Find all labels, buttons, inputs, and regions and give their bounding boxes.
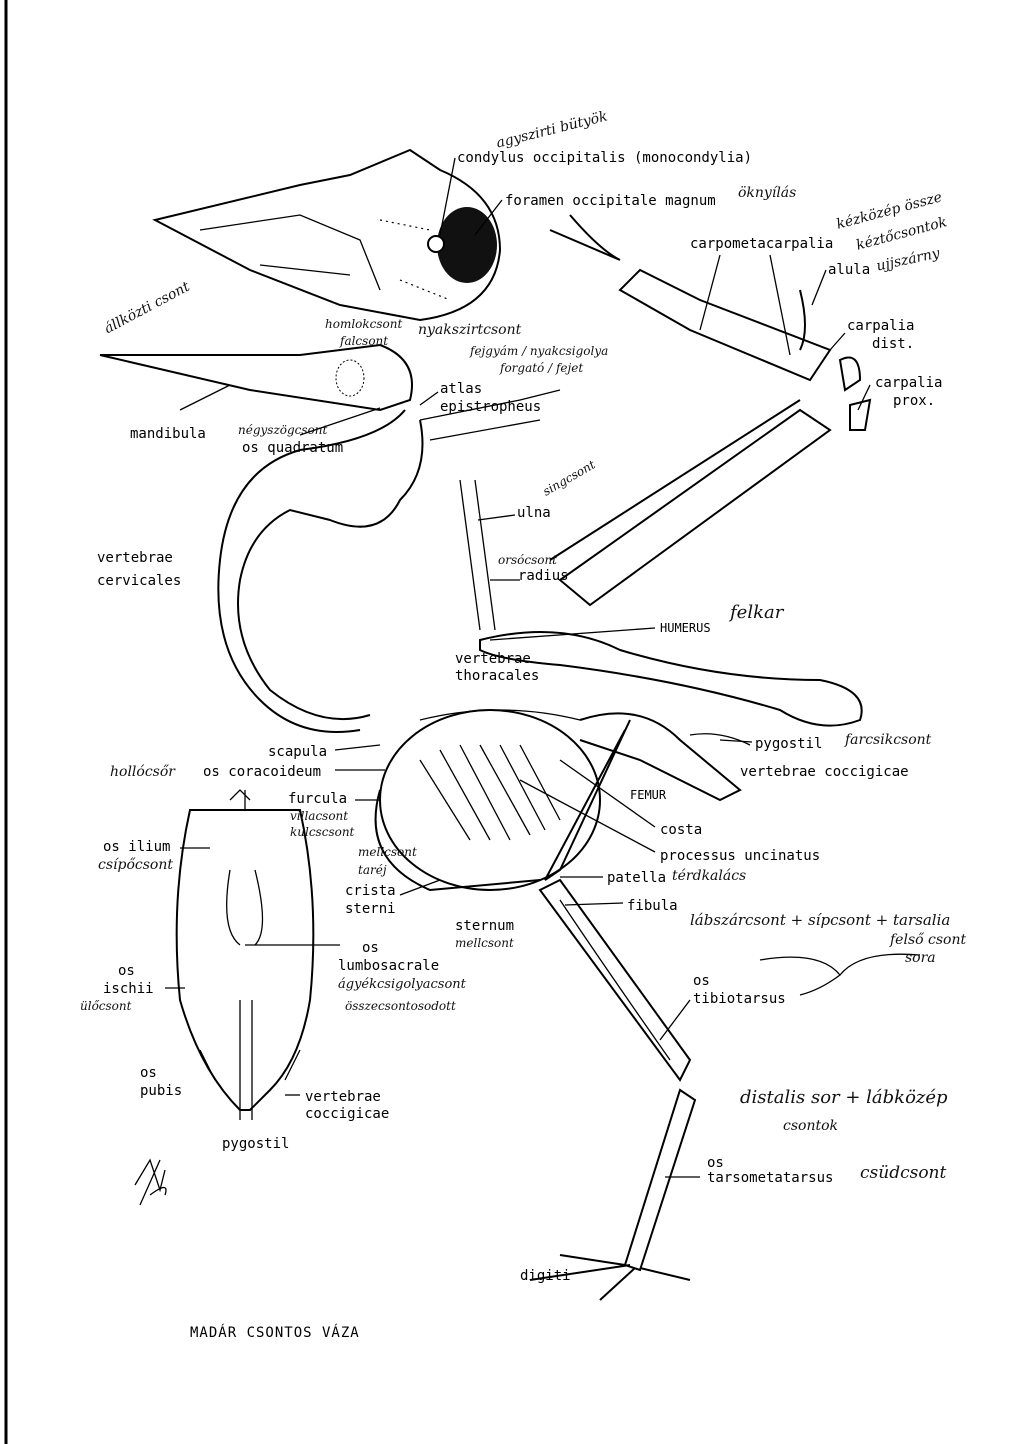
label-condylus: condylus occipitalis (monocondylia) bbox=[457, 150, 753, 166]
hw-mell-taraj: mellcsont bbox=[358, 845, 417, 859]
label-vert-cerv-2: cervicales bbox=[97, 573, 182, 589]
label-os-ischii: os bbox=[118, 963, 135, 979]
carpometacarpus bbox=[618, 268, 832, 382]
label-vert-cocc-pelvis: vertebrae bbox=[305, 1089, 381, 1105]
signature bbox=[134, 1158, 167, 1206]
label-vert-thor: vertebrae bbox=[455, 651, 531, 667]
label-fibula: fibula bbox=[627, 898, 678, 914]
label-crista-sterni: crista bbox=[345, 883, 396, 899]
label-carpalia-prox-2: prox. bbox=[893, 393, 936, 409]
pelvis-side bbox=[579, 712, 742, 802]
label-pygostil-pelvis: pygostil bbox=[222, 1136, 290, 1152]
hw-distalis: distalis sor + lábközép bbox=[740, 1087, 948, 1108]
label-alula: alula bbox=[828, 262, 871, 278]
hw-csipo: csípőcsont bbox=[98, 857, 173, 873]
tibiotarsus-bone bbox=[538, 878, 692, 1082]
femur-bone bbox=[544, 719, 631, 881]
diagram-title: MADÁR CSONTOS VÁZA bbox=[190, 1325, 360, 1341]
hw-mell-taraj-2: taréj bbox=[358, 863, 387, 877]
hw-agyek: ágyékcsigolyacsont bbox=[338, 977, 466, 992]
label-humerus: HUMERUS bbox=[660, 621, 711, 635]
hw-kulcs: kulcscsont bbox=[290, 825, 355, 839]
hw-farcsik: farcsikcsont bbox=[845, 732, 932, 748]
leader-lines bbox=[165, 157, 921, 1178]
label-carpalia-prox: carpalia bbox=[875, 375, 943, 391]
hw-labszar-3: sora bbox=[905, 950, 936, 966]
hw-negyszog: négyszögcsont bbox=[238, 423, 328, 437]
label-vert-cocc: vertebrae coccigicae bbox=[740, 764, 909, 780]
hw-ossze: összecsontosodott bbox=[345, 999, 456, 1013]
label-furcula: furcula bbox=[288, 791, 348, 807]
label-os-tibiotarsus-2: tibiotarsus bbox=[693, 991, 786, 1007]
hw-felkar: felkar bbox=[730, 602, 784, 623]
label-scapula: scapula bbox=[268, 744, 328, 760]
hw-homlok: homlokcsont bbox=[325, 317, 403, 331]
label-mandibula: mandibula bbox=[130, 426, 206, 442]
hw-labszar: lábszárcsont + sípcsont + tarsalia bbox=[690, 911, 951, 929]
humerus-bone bbox=[479, 631, 863, 727]
tarsometatarsus-bone bbox=[623, 1088, 697, 1272]
label-patella: patella bbox=[607, 870, 667, 886]
label-atlas: atlas bbox=[440, 381, 483, 397]
label-os-tarsometatarsus: os bbox=[707, 1155, 724, 1171]
label-carpometacarpalia: carpometacarpalia bbox=[690, 236, 834, 252]
label-digiti: digiti bbox=[520, 1268, 571, 1284]
label-radius: radius bbox=[518, 568, 569, 584]
hw-mellcsont: mellcsont bbox=[455, 936, 514, 950]
hw-terdkalacs: térdkalács bbox=[672, 868, 747, 884]
label-foramen: foramen occipitale magnum bbox=[505, 193, 716, 209]
rib-cage bbox=[379, 709, 601, 891]
label-carpalia-dist-2: dist. bbox=[872, 336, 915, 352]
label-os-tarsometatarsus-2: tarsometatarsus bbox=[707, 1170, 834, 1186]
label-os-ischii-2: ischii bbox=[103, 981, 154, 997]
label-os-quadratum: os quadratum bbox=[242, 440, 344, 456]
hw-labszar-2: felső csont bbox=[890, 932, 967, 948]
label-os-pubis-2: pubis bbox=[140, 1083, 183, 1099]
skull-outline bbox=[152, 148, 502, 322]
label-os-ilium: os ilium bbox=[103, 839, 171, 855]
label-vert-cerv: vertebrae bbox=[97, 550, 173, 566]
hw-ulo: ülőcsont bbox=[80, 999, 132, 1013]
label-sternum: sternum bbox=[455, 918, 515, 934]
radius-ulna bbox=[558, 408, 832, 607]
hw-fejgyam: fejgyám / nyakcsigolya bbox=[470, 344, 609, 358]
hw-forgato: forgató / fejet bbox=[500, 361, 584, 375]
hw-villa: villacsont bbox=[290, 809, 349, 823]
label-costa: costa bbox=[660, 822, 703, 838]
hw-distalis-2: csontok bbox=[783, 1118, 839, 1134]
label-processus-uncinatus: processus uncinatus bbox=[660, 848, 821, 864]
label-os-lumbosacrale: os bbox=[362, 940, 379, 956]
label-os-coracoideum: os coracoideum bbox=[203, 764, 322, 780]
label-os-lumbosacrale-2: lumbosacrale bbox=[338, 958, 440, 974]
label-crista-sterni-2: sterni bbox=[345, 901, 396, 917]
mandible bbox=[99, 343, 413, 412]
sternum-keel bbox=[374, 789, 541, 892]
hw-oknyilas: öknyílás bbox=[738, 185, 797, 201]
label-epistropheus: epistropheus bbox=[440, 399, 542, 415]
hw-orso: orsócsont bbox=[498, 553, 557, 567]
hw-nyakszirt: nyakszirtcsont bbox=[418, 322, 522, 338]
label-carpalia-dist: carpalia bbox=[847, 318, 915, 334]
label-femur: FEMUR bbox=[630, 788, 667, 802]
toes bbox=[529, 1254, 691, 1301]
cervical-vertebrae bbox=[237, 419, 424, 721]
label-vert-cocc-pelvis-2: coccigicae bbox=[305, 1106, 390, 1122]
label-os-tibiotarsus: os bbox=[693, 973, 710, 989]
hw-fal: falcsont bbox=[340, 334, 389, 348]
label-os-pubis: os bbox=[140, 1065, 157, 1081]
hw-hollocsor: hollócsőr bbox=[110, 764, 175, 780]
label-vert-thor-2: thoracales bbox=[455, 668, 540, 684]
pelvis-ventral bbox=[175, 809, 315, 1111]
hw-csud: csüdcsont bbox=[860, 1163, 947, 1183]
label-pygostil: pygostil bbox=[755, 736, 823, 752]
label-ulna: ulna bbox=[517, 505, 551, 521]
